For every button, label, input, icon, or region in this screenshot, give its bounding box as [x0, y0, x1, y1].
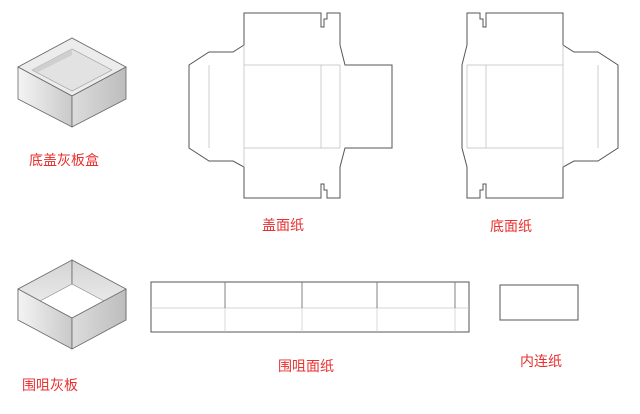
label-inner-paper: 内连纸 — [520, 354, 562, 370]
bottom-paper-dieline — [461, 12, 619, 199]
lid-paper-dieline — [188, 12, 393, 199]
label-surround-paper: 围咀面纸 — [278, 359, 334, 375]
surround-board-illustration — [17, 259, 127, 350]
label-bottom-paper: 底面纸 — [490, 219, 532, 235]
inner-paper-rect — [499, 284, 579, 321]
lid-base-box-illustration — [17, 37, 127, 128]
surround-paper-strip — [150, 281, 470, 333]
label-lid-paper: 盖面纸 — [262, 218, 304, 234]
label-lid-base-board: 底盖灰板盒 — [29, 153, 99, 169]
label-surround-board: 围咀灰板 — [22, 378, 78, 394]
